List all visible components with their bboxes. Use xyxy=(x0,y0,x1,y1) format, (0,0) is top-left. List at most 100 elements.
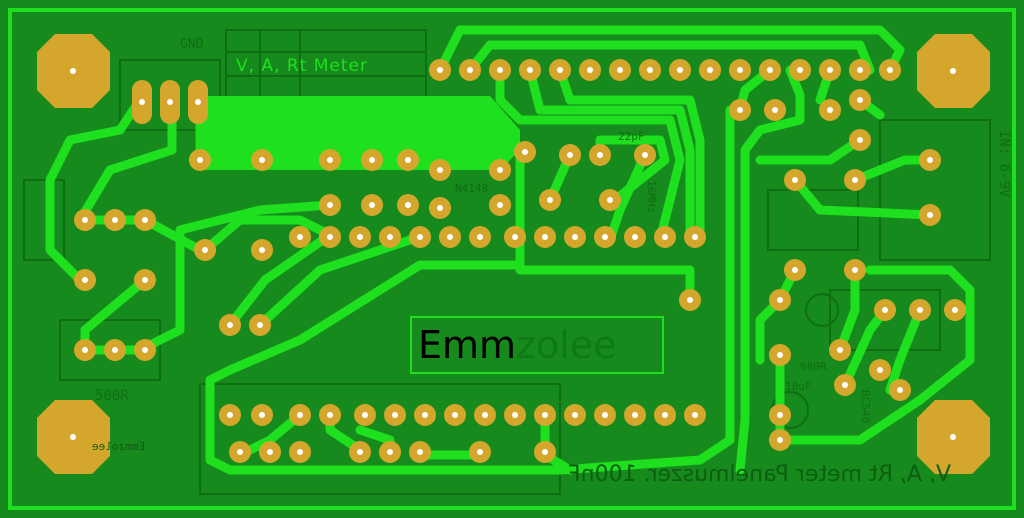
drill-hole xyxy=(259,247,265,253)
drill-hole xyxy=(642,152,648,158)
drill-hole xyxy=(837,347,843,353)
signature-text: Emmzolee xyxy=(92,440,145,453)
drill-hole xyxy=(417,234,423,240)
drill-hole xyxy=(237,449,243,455)
drill-hole xyxy=(567,152,573,158)
drill-hole xyxy=(497,167,503,173)
drill-hole xyxy=(852,177,858,183)
drill-hole xyxy=(857,67,863,73)
drill-hole xyxy=(327,157,333,163)
drill-hole xyxy=(662,234,668,240)
drill-hole xyxy=(82,277,88,283)
drill-hole xyxy=(142,347,148,353)
drill-hole xyxy=(607,197,613,203)
r500-label: 500R xyxy=(95,388,129,404)
bottom-caption: V, A, Rt meter Panelmuszer. 100nF xyxy=(568,462,952,487)
drill-hole xyxy=(362,412,368,418)
drill-hole xyxy=(327,234,333,240)
diode-label: N4148 xyxy=(455,182,488,195)
drill-hole xyxy=(387,449,393,455)
drill-hole xyxy=(677,67,683,73)
mounting-holes xyxy=(70,68,956,440)
drill-hole xyxy=(452,412,458,418)
drill-hole xyxy=(842,382,848,388)
drill-hole xyxy=(542,412,548,418)
drill-hole xyxy=(202,247,208,253)
pf22-label: 22pF xyxy=(618,130,645,143)
drill-hole xyxy=(142,217,148,223)
drill-hole xyxy=(547,197,553,203)
drill-hole xyxy=(827,67,833,73)
drill-hole xyxy=(542,234,548,240)
drill-hole xyxy=(542,449,548,455)
logo-part1: Emm xyxy=(418,323,517,367)
drill-hole xyxy=(572,412,578,418)
bc-label: BC548 xyxy=(859,390,872,423)
drill-hole xyxy=(952,307,958,313)
r680-label: 680R xyxy=(800,360,827,373)
drill-hole xyxy=(227,322,233,328)
drill-hole xyxy=(927,157,933,163)
drill-hole xyxy=(797,67,803,73)
drill-hole xyxy=(777,437,783,443)
drill-hole xyxy=(897,387,903,393)
drill-hole xyxy=(887,67,893,73)
drill-hole xyxy=(327,412,333,418)
drill-hole xyxy=(82,217,88,223)
drill-hole xyxy=(357,449,363,455)
drill-hole xyxy=(297,234,303,240)
drill-hole xyxy=(422,412,428,418)
gnd-label: GND xyxy=(180,37,204,52)
drill-hole xyxy=(197,157,203,163)
drill-hole xyxy=(512,412,518,418)
drill-hole xyxy=(437,205,443,211)
drill-hole xyxy=(602,412,608,418)
drill-hole xyxy=(707,67,713,73)
drill-hole xyxy=(877,367,883,373)
board-title: V, A, Rt Meter xyxy=(236,56,368,76)
drill-hole xyxy=(777,297,783,303)
drill-hole xyxy=(477,449,483,455)
drill-hole xyxy=(772,107,778,113)
drill-hole xyxy=(112,347,118,353)
drill-hole xyxy=(477,234,483,240)
drill-hole xyxy=(587,67,593,73)
drill-hole xyxy=(112,217,118,223)
drill-hole xyxy=(467,67,473,73)
drill-hole xyxy=(482,412,488,418)
drill-hole xyxy=(437,167,443,173)
drill-hole xyxy=(227,412,233,418)
drill-hole xyxy=(405,202,411,208)
drill-hole xyxy=(927,212,933,218)
drill-hole xyxy=(792,177,798,183)
drill-hole xyxy=(632,412,638,418)
drill-hole xyxy=(259,157,265,163)
drill-hole xyxy=(632,234,638,240)
drill-hole xyxy=(392,412,398,418)
xtal-label: 16MHz xyxy=(645,180,658,213)
drill-hole xyxy=(497,202,503,208)
drill-hole xyxy=(417,449,423,455)
drill-hole xyxy=(597,152,603,158)
drill-hole xyxy=(512,234,518,240)
board-edge xyxy=(8,8,1016,510)
drill-hole xyxy=(857,137,863,143)
drill-hole xyxy=(297,412,303,418)
drill-hole xyxy=(602,234,608,240)
drill-hole xyxy=(267,449,273,455)
cap-label: 10uF xyxy=(785,380,812,393)
drill-hole xyxy=(369,202,375,208)
drill-hole xyxy=(527,67,533,73)
drill-hole xyxy=(259,412,265,418)
drill-hole xyxy=(522,149,528,155)
drill-hole xyxy=(297,449,303,455)
drill-hole xyxy=(257,322,263,328)
vin-label: IN: 6-9V xyxy=(996,130,1012,198)
drill-hole xyxy=(692,412,698,418)
drill-hole xyxy=(767,67,773,73)
drill-hole xyxy=(777,352,783,358)
drill-hole xyxy=(827,107,833,113)
drill-hole xyxy=(572,234,578,240)
drill-hole xyxy=(662,412,668,418)
